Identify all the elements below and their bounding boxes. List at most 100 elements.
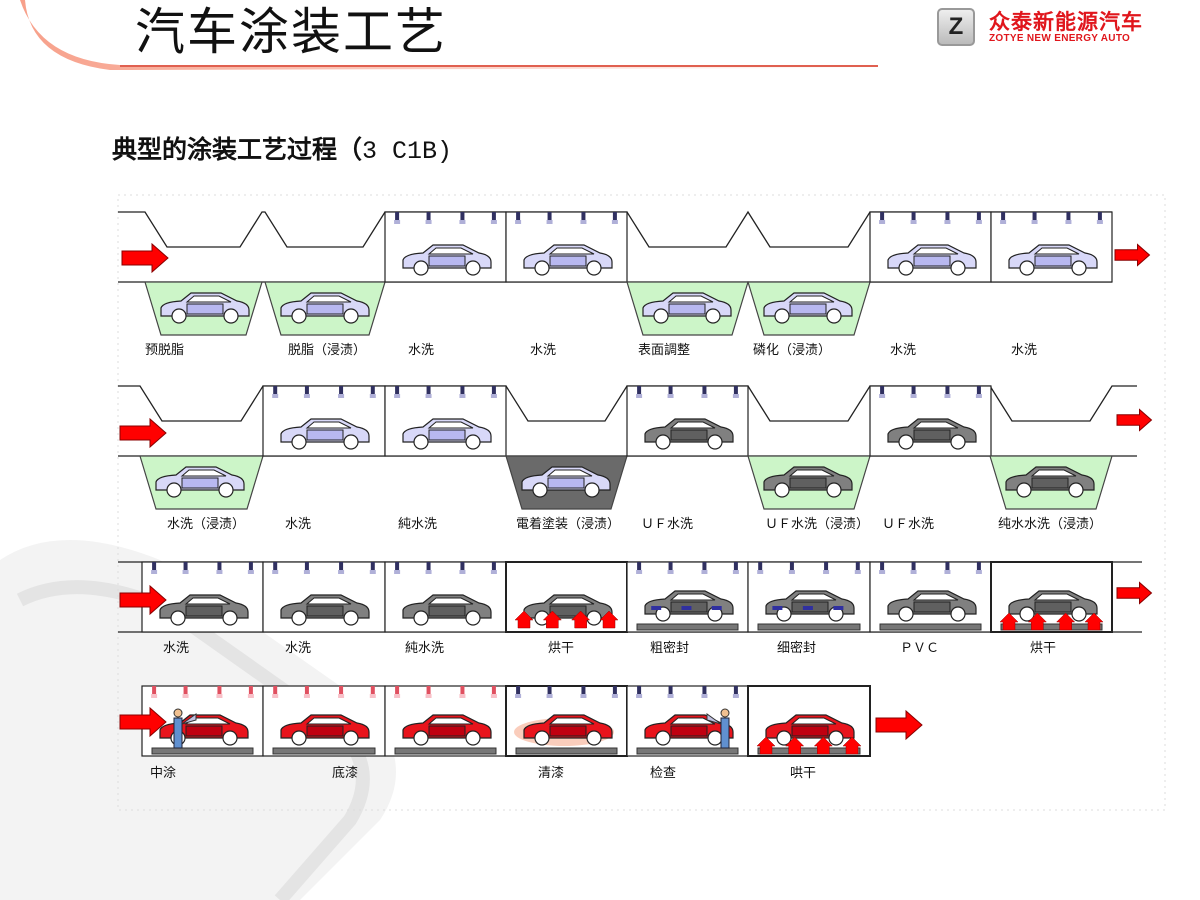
heat-arrow-icon (542, 610, 562, 629)
car-window (912, 421, 959, 429)
station-label: 水洗 (408, 343, 435, 358)
spray-nozzle-icon (491, 212, 496, 220)
car-body-icon (280, 418, 370, 450)
spray-mist (975, 570, 982, 574)
worker-icon (173, 708, 183, 718)
spray-nozzle-icon (426, 562, 431, 570)
spray-gun-icon (181, 713, 197, 725)
spray-nozzle-icon (1001, 212, 1006, 220)
spray-nozzle-icon (395, 562, 400, 570)
spray-mist (546, 220, 553, 224)
spray-nozzle-icon (880, 212, 885, 220)
car-wheel (776, 730, 792, 746)
car-window (669, 593, 716, 601)
station-label: 烘干 (548, 641, 575, 656)
sealer-nozzle-icon (772, 606, 783, 610)
car-wheel (534, 260, 550, 276)
car-wheel (465, 434, 481, 450)
sealer-nozzle-icon (651, 606, 662, 610)
car-body-icon (523, 714, 613, 746)
spray-nozzle-icon (702, 686, 707, 694)
car-door (185, 725, 223, 737)
spray-mist (515, 220, 522, 224)
car-window (427, 597, 474, 605)
spray-mist (1000, 220, 1007, 224)
page-title: 汽车涂装工艺 (135, 3, 447, 61)
flow-arrow-icon (119, 706, 167, 738)
station-label: 烘干 (1030, 641, 1057, 656)
spray-nozzle-icon (581, 686, 586, 694)
car-carrier (879, 623, 982, 631)
spray-mist (944, 570, 951, 574)
station-label: 哄干 (790, 766, 817, 781)
car-wheel (1068, 482, 1084, 498)
car-carrier (272, 747, 376, 755)
spray-mist (394, 394, 401, 398)
car-wheel (1019, 260, 1035, 276)
spray-nozzle-icon (370, 386, 375, 394)
car-window (180, 469, 227, 477)
spray-mist (879, 220, 886, 224)
spray-nozzle-icon (395, 686, 400, 694)
spray-nozzle-icon (426, 386, 431, 394)
car-body-icon (280, 714, 370, 746)
car-window (427, 717, 474, 725)
car-window (546, 469, 593, 477)
spray-mist (611, 220, 618, 224)
car-body-icon (644, 418, 734, 450)
spray-mist (425, 394, 432, 398)
car-body-icon (160, 292, 250, 324)
spray-nozzle-icon (183, 562, 188, 570)
spray-nozzle-icon (911, 386, 916, 394)
spray-nozzle-icon (976, 562, 981, 570)
spray-nozzle-icon (304, 562, 309, 570)
car-body-icon (523, 594, 613, 626)
car-wheel (413, 434, 429, 450)
car-wheel (1071, 606, 1087, 622)
spray-mist (667, 570, 674, 574)
car-door (789, 477, 827, 489)
car-wheel (534, 730, 550, 746)
car-wheel (707, 434, 723, 450)
spray-mist (338, 394, 345, 398)
worker-body (720, 717, 730, 749)
car-body-icon (402, 244, 492, 276)
spray-mist (459, 220, 466, 224)
car-wheel (655, 730, 671, 746)
spray-mist (546, 694, 553, 698)
car-body-icon (402, 418, 492, 450)
spray-mist (216, 694, 223, 698)
sealer-nozzle-icon (711, 606, 722, 610)
car-wheel (218, 482, 234, 498)
spray-mist (611, 694, 618, 698)
station-label: 水洗 (285, 641, 312, 656)
spray-nozzle-icon (217, 562, 222, 570)
car-carrier (394, 747, 497, 755)
spray-nozzle-icon (789, 562, 794, 570)
car-body-icon (1005, 466, 1095, 498)
spray-mist (879, 394, 886, 398)
car-window (912, 247, 959, 255)
car-wheel (826, 308, 842, 324)
car-wheel (1016, 482, 1032, 498)
spray-nozzle-icon (976, 212, 981, 220)
station-label: 純水洗 (398, 517, 438, 532)
car-door (1031, 477, 1069, 489)
car-window (1033, 593, 1080, 601)
car-window (788, 295, 835, 303)
spray-mist (303, 394, 310, 398)
spray-mist (394, 694, 401, 698)
station-label: 電着塗装（浸渍） (516, 517, 621, 532)
spray-nozzle-icon (581, 212, 586, 220)
spray-nozzle-icon (637, 686, 642, 694)
station-label: 脱脂（浸渍） (288, 343, 367, 358)
spray-nozzle-icon (273, 686, 278, 694)
car-door (913, 429, 951, 441)
car-window (305, 421, 352, 429)
car-window (185, 295, 232, 303)
spray-mist (667, 394, 674, 398)
car-carrier (757, 747, 861, 755)
car-door (428, 429, 466, 441)
spray-mist (303, 694, 310, 698)
spray-nozzle-icon (758, 562, 763, 570)
